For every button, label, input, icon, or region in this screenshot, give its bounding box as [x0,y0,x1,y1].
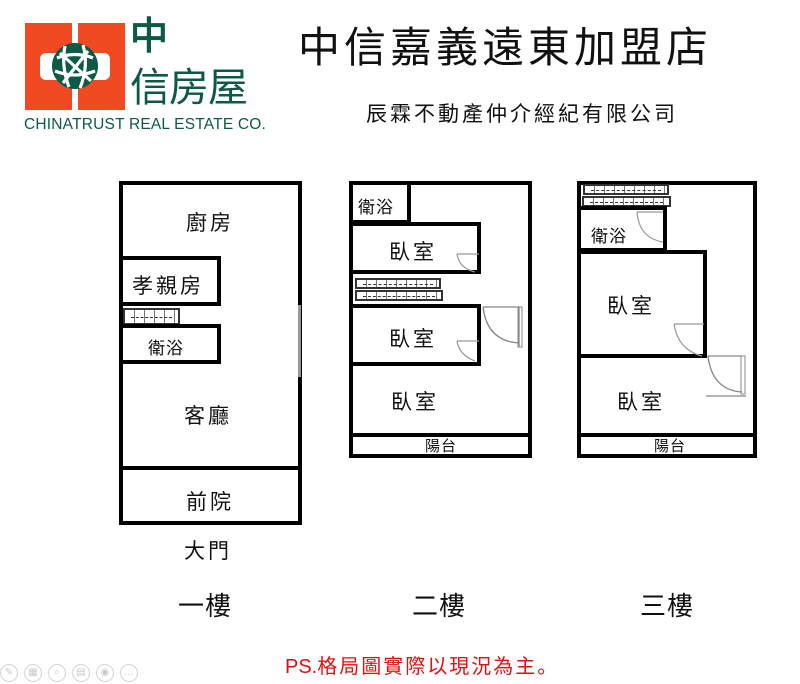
floor-1-stairs [123,308,180,325]
floor-3-balcony [577,433,757,458]
room-label-bedroom-1: 臥室 [389,240,437,264]
room-label-living-room: 客廳 [184,404,232,428]
room-label-elder-room: 孝親房 [132,274,204,298]
slideshow-toolbar: ✎ ▦ ⌕ ▤ ◉ … [0,664,138,682]
room-label-bathroom: 衛浴 [591,227,627,247]
room-label-bedroom-3: 臥室 [391,390,439,414]
logo-text-en: CHINATRUST REAL ESTATE CO. [24,116,267,133]
room-label-bedroom-2: 臥室 [617,390,665,414]
room-label-bedroom-1: 臥室 [607,294,655,318]
note-suffix: 。 [537,656,558,678]
subtitle-icon[interactable]: ▤ [72,664,90,682]
floor-1-front-yard [119,466,302,525]
more-icon[interactable]: … [120,664,138,682]
company-subtitle: 辰霖不動產仲介經紀有限公司 [366,102,678,126]
entrance-label: 大門 [184,539,232,563]
floor-2-bathroom [349,181,411,224]
disclaimer-note: PS.格局圖實際以現況為主。 [285,650,557,679]
floor-2-bedroom-1 [349,222,481,274]
door-icon [456,340,479,362]
camera-icon[interactable]: ◉ [96,664,114,682]
note-text: 格局圖實際以現況為主 [317,654,538,678]
floor-3-stairs-up [583,184,669,195]
floor-2-bedroom-2 [349,304,481,366]
floor-2-stairs-up [355,278,441,289]
logo-text-zh-line1: 中 [130,14,169,58]
room-label-balcony: 陽台 [425,437,458,455]
room-label-kitchen: 廚房 [186,211,234,235]
door-icon [456,253,479,273]
door-icon [706,355,746,397]
floor-2-stairs-down [355,290,443,301]
pen-icon[interactable]: ✎ [0,664,18,682]
floor-label-2: 二樓 [412,592,467,622]
floor-label-3: 三樓 [640,592,695,622]
floor-1-bathroom [119,324,221,364]
logo-text-zh-line2: 信房屋 [130,65,248,111]
page-title: 中信嘉義遠東加盟店 [298,23,713,72]
door-icon [482,306,523,348]
zoom-icon[interactable]: ⌕ [48,664,66,682]
globe-logo-icon [25,23,125,110]
room-label-bathroom: 衛浴 [358,198,394,218]
floor-1-elder-room [119,256,221,306]
room-label-bedroom-2: 臥室 [389,327,437,351]
room-label-bathroom: 衛浴 [148,339,184,359]
company-logo-mark [25,23,125,110]
door-icon [636,211,664,243]
room-label-front-yard: 前院 [186,490,234,514]
floor-3-bathroom [577,206,667,252]
door-icon [673,323,704,357]
floor-2-balcony [349,433,532,458]
floor-label-1: 一樓 [178,592,233,622]
note-prefix: PS. [285,656,318,678]
floor-1-window [298,305,301,377]
room-label-balcony: 陽台 [654,437,687,455]
floor-3-bedroom-1 [577,250,707,358]
slides-icon[interactable]: ▦ [24,664,42,682]
